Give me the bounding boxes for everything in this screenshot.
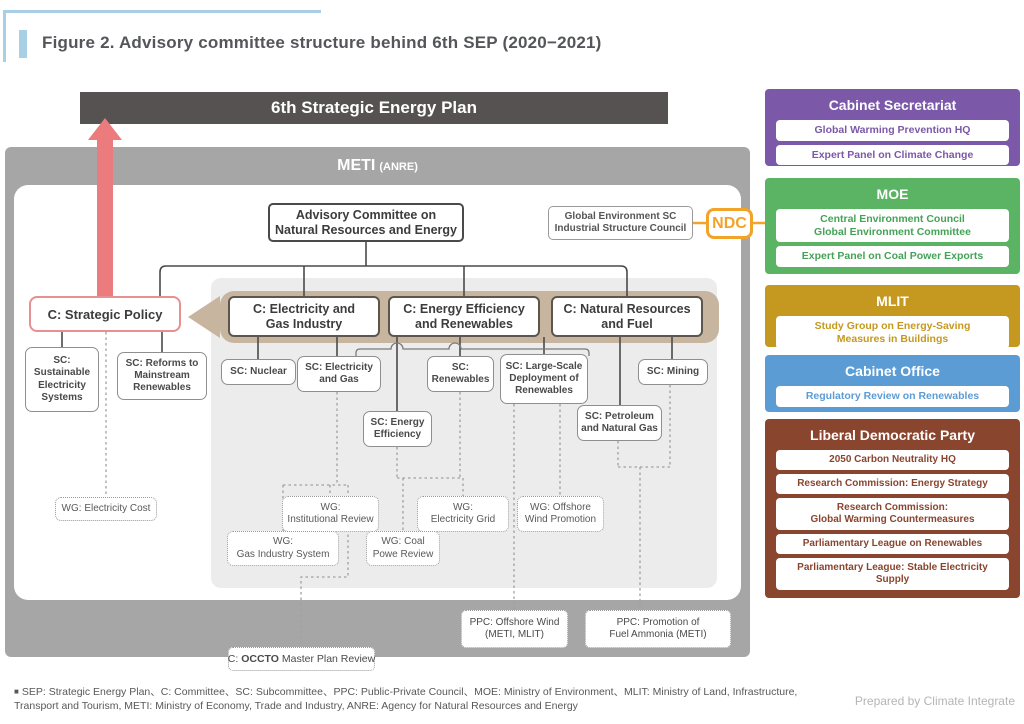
panel-title-ldp: Liberal Democratic Party	[810, 427, 975, 443]
sep-arrow-shaft	[97, 136, 113, 298]
title-accent-bar	[19, 30, 27, 58]
sc-petroleum-gas: SC: Petroleum and Natural Gas	[577, 405, 662, 441]
item-global-warming-prevention-hq: Global Warming Prevention HQ	[776, 120, 1009, 141]
committee-strategic-policy: C: Strategic Policy	[29, 296, 181, 332]
ppc-fuel-ammonia: PPC: Promotion of Fuel Ammonia (METI)	[585, 610, 731, 648]
sc-electricity-gas: SC: Electricity and Gas	[297, 356, 381, 392]
wg-coal-power-review: WG: Coal Powe Review	[366, 531, 440, 566]
panel-cabinet-secretariat: Cabinet Secretariat Global Warming Preve…	[765, 89, 1020, 166]
committee-natural-resources: C: Natural Resources and Fuel	[551, 296, 703, 337]
ndc-box: NDC	[706, 208, 753, 239]
credit-line: Prepared by Climate Integrate	[854, 694, 1015, 708]
committee-electricity-gas: C: Electricity and Gas Industry	[228, 296, 380, 337]
item-expert-panel-coal-exports: Expert Panel on Coal Power Exports	[776, 246, 1009, 267]
item-parliamentary-league-renewables: Parliamentary League on Renewables	[776, 534, 1009, 554]
panel-title-mlit: MLIT	[876, 293, 909, 309]
wg-institutional-review: WG: Institutional Review	[282, 496, 379, 532]
committee-energy-efficiency: C: Energy Efficiency and Renewables	[388, 296, 540, 337]
abbreviation-footnote: ■SEP: Strategic Energy Plan、C: Committee…	[14, 686, 824, 713]
item-central-environment-council: Central Environment Council Global Envir…	[776, 209, 1009, 243]
item-parliamentary-league-electricity: Parliamentary League: Stable Electricity…	[776, 558, 1009, 590]
occto-master-plan-review: C: OCCTO Master Plan Review	[228, 647, 375, 671]
anre-label: (ANRE)	[379, 161, 418, 173]
blue-frame-vertical	[3, 10, 6, 62]
occto-bold: OCCTO	[241, 653, 279, 665]
footnote-text: SEP: Strategic Energy Plan、C: Committee、…	[14, 686, 798, 712]
sep-arrow-head-icon	[88, 118, 122, 140]
footnote-bullet-icon: ■	[14, 687, 19, 696]
sc-energy-efficiency: SC: Energy Efficiency	[363, 411, 432, 447]
item-regulatory-review-renewables: Regulatory Review on Renewables	[776, 386, 1009, 407]
occto-suffix: Master Plan Review	[278, 653, 376, 665]
wg-gas-industry-system: WG: Gas Industry System	[227, 531, 339, 566]
blue-frame-horizontal	[3, 10, 321, 13]
item-research-commission-energy: Research Commission: Energy Strategy	[776, 474, 1009, 494]
sc-reforms-renewables: SC: Reforms to Mainstream Renewables	[117, 352, 207, 400]
sc-sustainable-electricity: SC: Sustainable Electricity Systems	[25, 347, 99, 412]
item-research-commission-warming: Research Commission: Global Warming Coun…	[776, 498, 1009, 530]
band-left-arrow-icon	[188, 296, 220, 338]
sc-nuclear: SC: Nuclear	[221, 359, 296, 385]
panel-title-cabinet-office: Cabinet Office	[845, 363, 940, 379]
meti-header: METI(ANRE)	[5, 157, 750, 175]
sc-renewables: SC: Renewables	[427, 356, 494, 392]
panel-cabinet-office: Cabinet Office Regulatory Review on Rene…	[765, 355, 1020, 412]
panel-title-moe: MOE	[876, 186, 909, 202]
panel-moe: MOE Central Environment Council Global E…	[765, 178, 1020, 274]
item-study-group-energy-saving: Study Group on Energy-Saving Measures in…	[776, 316, 1009, 350]
sc-mining: SC: Mining	[638, 359, 708, 385]
sc-large-scale-deployment: SC: Large-Scale Deployment of Renewables	[500, 354, 588, 404]
wg-electricity-grid: WG: Electricity Grid	[417, 496, 509, 532]
item-expert-panel-climate-change: Expert Panel on Climate Change	[776, 144, 1009, 166]
advisory-committee-box: Advisory Committee on Natural Resources …	[268, 203, 464, 242]
figure-title: Figure 2. Advisory committee structure b…	[42, 33, 602, 52]
ppc-offshore-wind: PPC: Offshore Wind (METI, MLIT)	[461, 610, 568, 648]
sep-plan-banner: 6th Strategic Energy Plan	[80, 92, 668, 124]
panel-title-cabinet-secretariat: Cabinet Secretariat	[828, 97, 957, 113]
wg-offshore-wind-promotion: WG: Offshore Wind Promotion	[517, 496, 604, 532]
global-environment-box: Global Environment SC Industrial Structu…	[548, 206, 693, 240]
panel-ldp: Liberal Democratic Party 2050 Carbon Neu…	[765, 419, 1020, 598]
panel-mlit: MLIT Study Group on Energy-Saving Measur…	[765, 285, 1020, 350]
meti-label: METI	[337, 157, 376, 174]
wg-electricity-cost: WG: Electricity Cost	[55, 497, 157, 521]
occto-prefix: C:	[227, 653, 242, 665]
item-2050-carbon-neutrality-hq: 2050 Carbon Neutrality HQ	[776, 450, 1009, 470]
